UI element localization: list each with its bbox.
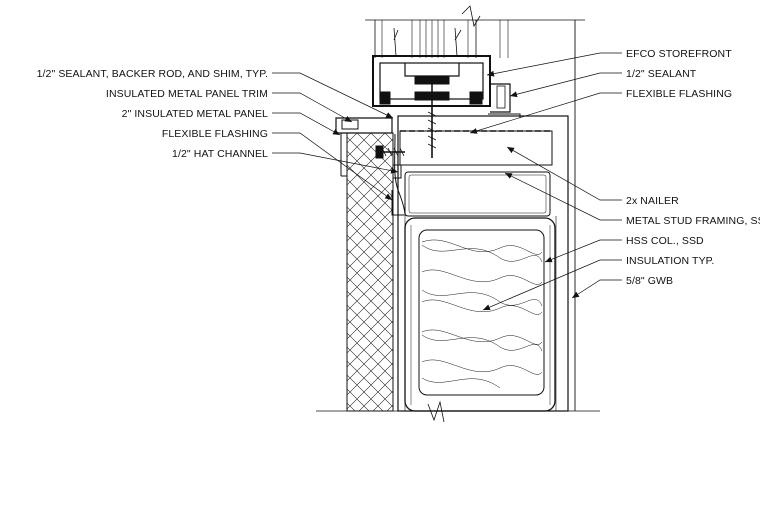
label-flexible-flashing-left: FLEXIBLE FLASHING [162, 128, 268, 140]
hat-channel [393, 164, 402, 179]
stud-track [404, 171, 551, 217]
labels-left: 1/2" SEALANT, BACKER ROD, AND SHIM, TYP.… [37, 68, 268, 160]
label-sealant: 1/2" SEALANT [626, 68, 697, 80]
label-flexible-flashing-right: FLEXIBLE FLASHING [626, 88, 732, 100]
label-insulation: INSULATION TYP. [626, 255, 714, 267]
label-insulated-panel: 2" INSULATED METAL PANEL [122, 108, 268, 120]
insulated-metal-panel [346, 132, 394, 412]
label-nailer: 2x NAILER [626, 195, 679, 207]
bottom-break-symbol [427, 400, 445, 423]
exterior-flashing [391, 190, 404, 216]
wall-structure [316, 5, 600, 423]
leader-lines [272, 52, 622, 311]
label-sealant-backer-rod: 1/2" SEALANT, BACKER ROD, AND SHIM, TYP. [37, 68, 268, 80]
insulation-pattern [421, 239, 543, 375]
metal-stud-framing [397, 115, 569, 412]
hss-column-inner [418, 229, 545, 396]
trim-return [341, 119, 359, 130]
label-panel-trim: INSULATED METAL PANEL TRIM [106, 88, 268, 100]
top-break-symbol [461, 5, 481, 28]
storefront [372, 20, 521, 159]
label-gwb: 5/8" GWB [626, 275, 673, 287]
label-metal-stud-framing: METAL STUD FRAMING, SSD [626, 215, 760, 227]
label-efco-storefront: EFCO STOREFRONT [626, 48, 732, 60]
label-hss-column: HSS COL., SSD [626, 235, 704, 247]
label-hat-channel: 1/2" HAT CHANNEL [172, 148, 268, 160]
metal-panel-trim [335, 117, 393, 134]
labels-right: EFCO STOREFRONT 1/2" SEALANT FLEXIBLE FL… [626, 48, 760, 287]
hss-column [404, 217, 556, 412]
